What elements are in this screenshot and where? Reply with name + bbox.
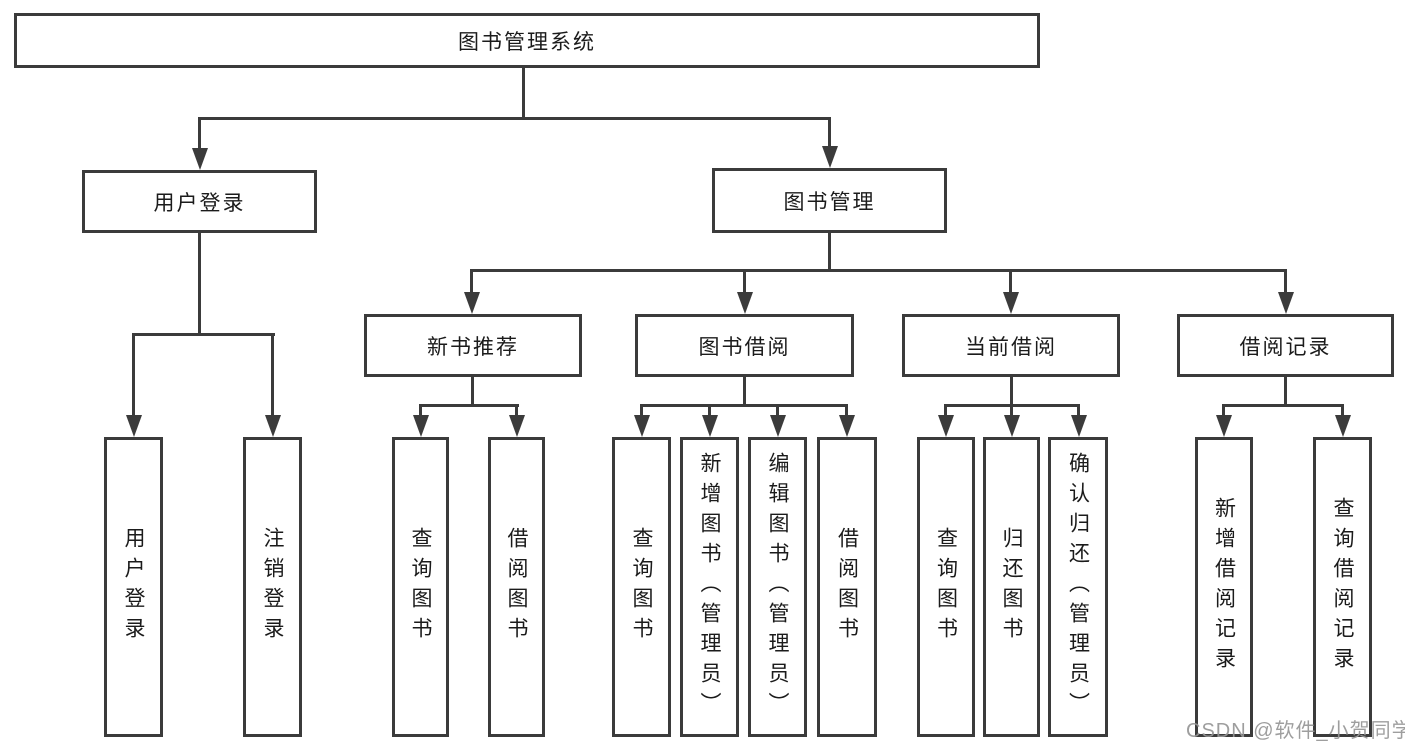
node-label: 查询借阅记录: [1331, 497, 1354, 677]
node-leaf-confirm-return: 确认归还（管理员）: [1048, 437, 1108, 737]
node-label: 新增借阅记录: [1212, 497, 1236, 677]
connector-line: [743, 269, 746, 293]
node-leaf-query-book-3: 查询图书: [917, 437, 975, 737]
connector-arrowhead-icon: [937, 415, 954, 437]
connector-arrowhead-icon: [191, 148, 208, 170]
connector-line: [640, 404, 643, 416]
connector-line: [828, 117, 831, 148]
node-root: 图书管理系统: [14, 13, 1040, 68]
node-label: 查询图书: [409, 527, 432, 647]
connector-line: [1341, 404, 1344, 416]
connector-line: [1077, 404, 1080, 416]
node-label: 借阅图书: [505, 527, 528, 647]
connector-arrowhead-icon: [821, 146, 838, 168]
connector-line: [845, 404, 848, 416]
node-book-mgmt: 图书管理: [712, 168, 947, 233]
connector-arrowhead-icon: [1334, 415, 1351, 437]
connector-arrowhead-icon: [1003, 415, 1020, 437]
node-leaf-logout: 注销登录: [243, 437, 302, 737]
node-leaf-user-login: 用户登录: [104, 437, 163, 737]
connector-line: [470, 269, 473, 293]
node-new-book-rec: 新书推荐: [364, 314, 582, 377]
connector-arrowhead-icon: [264, 415, 281, 437]
node-label: 确认归还（管理员）: [1066, 452, 1090, 722]
connector-arrowhead-icon: [125, 415, 142, 437]
connector-line: [470, 269, 1287, 272]
node-label: 新增图书（管理员）: [698, 452, 721, 722]
connector-line: [1010, 404, 1013, 416]
node-label: 用户登录: [153, 191, 246, 215]
connector-arrowhead-icon: [769, 415, 786, 437]
connector-arrowhead-icon: [412, 415, 429, 437]
connector-line: [1222, 404, 1225, 416]
node-label: 归还图书: [1000, 527, 1023, 647]
connector-arrowhead-icon: [1215, 415, 1232, 437]
node-label: 图书管理系统: [458, 30, 596, 54]
connector-arrowhead-icon: [508, 415, 525, 437]
connector-line: [1010, 377, 1013, 407]
connector-line: [471, 377, 474, 407]
node-label: 图书管理: [783, 190, 876, 214]
node-label: 新书推荐: [427, 335, 519, 359]
connector-line: [743, 377, 746, 407]
connector-line: [776, 404, 779, 416]
connector-line: [1284, 377, 1287, 407]
connector-arrowhead-icon: [633, 415, 650, 437]
connector-arrowhead-icon: [736, 292, 753, 314]
connector-arrowhead-icon: [838, 415, 855, 437]
connector-arrowhead-icon: [1277, 292, 1294, 314]
node-leaf-borrow-book-1: 借阅图书: [488, 437, 545, 737]
connector-line: [1009, 269, 1012, 293]
connector-line: [522, 68, 525, 120]
connector-line: [640, 404, 848, 407]
node-label: 借阅记录: [1239, 335, 1332, 359]
node-label: 当前借阅: [965, 335, 1057, 359]
connector-line: [198, 117, 201, 150]
node-label: 查询图书: [630, 527, 653, 647]
node-borrow-records: 借阅记录: [1177, 314, 1394, 377]
node-leaf-query-book-1: 查询图书: [392, 437, 449, 737]
connector-arrowhead-icon: [1070, 415, 1087, 437]
connector-line: [828, 233, 831, 272]
node-leaf-edit-book: 编辑图书（管理员）: [748, 437, 807, 737]
node-label: 用户登录: [122, 527, 145, 647]
connector-line: [419, 404, 422, 416]
connector-arrowhead-icon: [1002, 292, 1019, 314]
connector-line: [1222, 404, 1344, 407]
node-label: 图书借阅: [698, 335, 791, 359]
node-leaf-query-record: 查询借阅记录: [1313, 437, 1372, 737]
connector-line: [515, 404, 518, 416]
node-label: 编辑图书（管理员）: [766, 452, 789, 722]
connector-line: [944, 404, 947, 416]
connector-line: [132, 333, 275, 336]
connector-line: [132, 333, 135, 416]
connector-line: [198, 117, 831, 120]
connector-line: [1284, 269, 1287, 293]
connector-line: [419, 404, 519, 407]
node-label: 注销登录: [261, 527, 284, 647]
connector-line: [271, 333, 274, 416]
connector-line: [708, 404, 711, 416]
node-label: 查询图书: [934, 527, 958, 647]
node-current-borrow: 当前借阅: [902, 314, 1120, 377]
connector-arrowhead-icon: [463, 292, 480, 314]
node-leaf-add-record: 新增借阅记录: [1195, 437, 1253, 737]
node-label: 借阅图书: [835, 527, 859, 647]
node-leaf-add-book: 新增图书（管理员）: [680, 437, 739, 737]
node-leaf-query-book-2: 查询图书: [612, 437, 671, 737]
connector-line: [198, 233, 201, 336]
node-user-login: 用户登录: [82, 170, 317, 233]
connector-arrowhead-icon: [701, 415, 718, 437]
node-leaf-borrow-book-2: 借阅图书: [817, 437, 877, 737]
node-book-borrow: 图书借阅: [635, 314, 854, 377]
csdn-watermark: CSDN @软件_小贺同学: [1186, 720, 1405, 742]
node-leaf-return-book: 归还图书: [983, 437, 1040, 737]
